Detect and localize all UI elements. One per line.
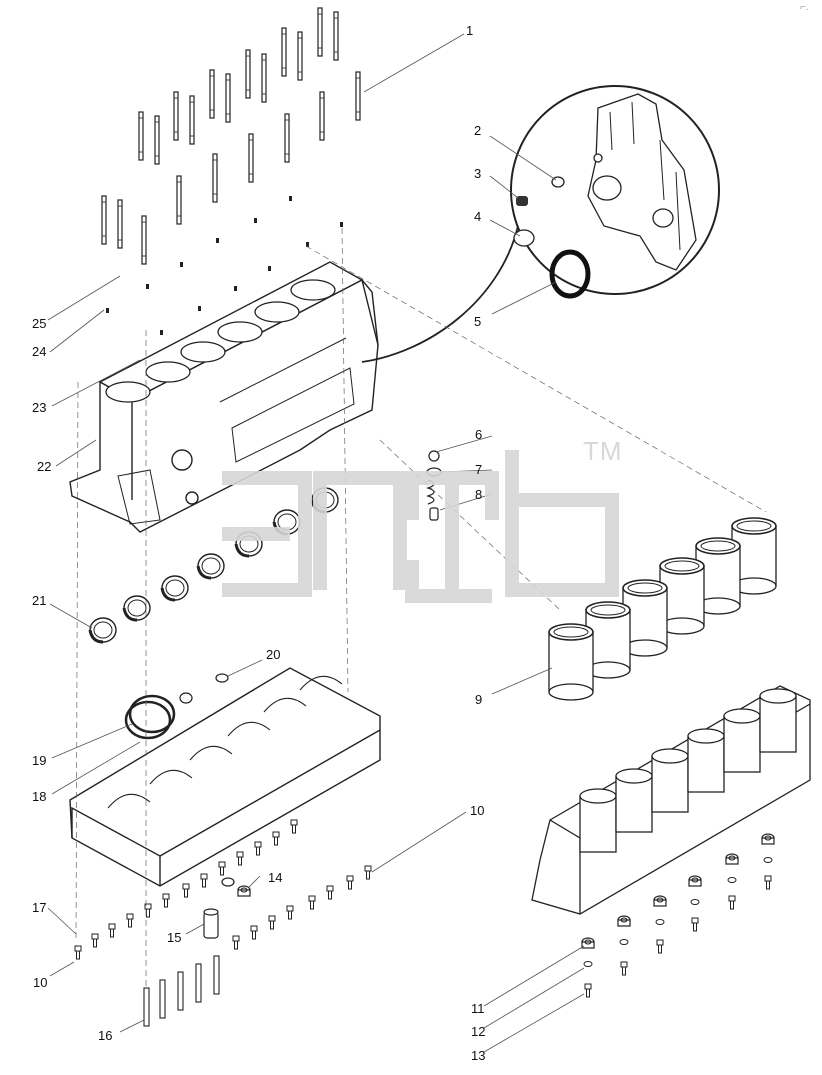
callout-label: 15 — [167, 930, 182, 945]
callout-label: 11 — [471, 1001, 485, 1016]
callout-label: 4 — [474, 209, 482, 224]
callout-label: 20 — [266, 647, 281, 662]
callout-label: 23 — [32, 400, 47, 415]
callout-label: 6 — [475, 427, 483, 442]
oil-cooler-inset — [361, 85, 720, 363]
callout-label: 17 — [32, 900, 47, 915]
corner-mark: ⌐. — [800, 2, 809, 13]
callout-label: 5 — [474, 314, 482, 329]
nozzle-parts — [581, 833, 775, 998]
callout-label: 19 — [32, 753, 47, 768]
thrust-washers — [124, 673, 229, 740]
callout-label: 18 — [32, 789, 47, 804]
cylinder-block — [69, 261, 379, 533]
bearing-frame — [69, 667, 381, 887]
head-studs — [101, 7, 361, 335]
callout-label: 2 — [474, 123, 482, 138]
callout-label: 24 — [32, 344, 47, 359]
callout-label: 1 — [466, 23, 474, 38]
cylinder-liners — [548, 517, 777, 701]
callout-label: 13 — [471, 1048, 486, 1063]
callout-label: 12 — [471, 1024, 486, 1039]
callout-label: 8 — [475, 487, 483, 502]
callout-label: 7 — [475, 462, 483, 477]
callout-label: 9 — [475, 692, 483, 707]
callout-label: 3 — [474, 166, 482, 181]
callout-label: 21 — [32, 593, 47, 608]
callout-label: 10 — [33, 975, 48, 990]
callout-label: 22 — [37, 459, 52, 474]
block-with-liners — [531, 685, 811, 915]
callout-label: 16 — [98, 1028, 113, 1043]
valve-parts — [426, 450, 442, 521]
leader-lines — [47, 33, 585, 1053]
callout-label: 14 — [268, 870, 283, 885]
frame-bolts — [74, 819, 372, 1027]
callout-label: 10 — [470, 803, 485, 818]
dowel-and-plug — [203, 877, 251, 939]
callout-label: 25 — [32, 316, 47, 331]
